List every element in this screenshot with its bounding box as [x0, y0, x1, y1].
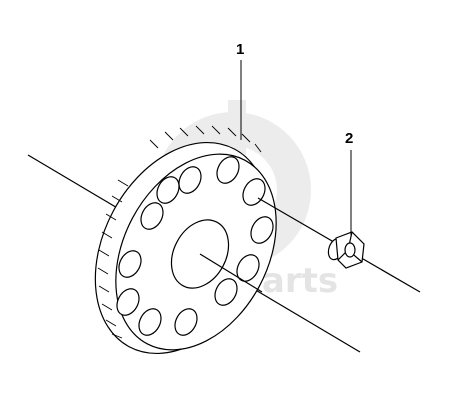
callout-1: 1 — [236, 41, 244, 140]
fan-blades — [97, 125, 262, 339]
flange-nut — [327, 231, 365, 269]
shaft-front-segment — [199, 253, 263, 293]
callout-1-label: 1 — [236, 41, 244, 58]
callout-2: 2 — [345, 130, 353, 236]
fan-wheel-vent-holes — [116, 156, 274, 336]
callout-2-label: 2 — [345, 130, 353, 147]
